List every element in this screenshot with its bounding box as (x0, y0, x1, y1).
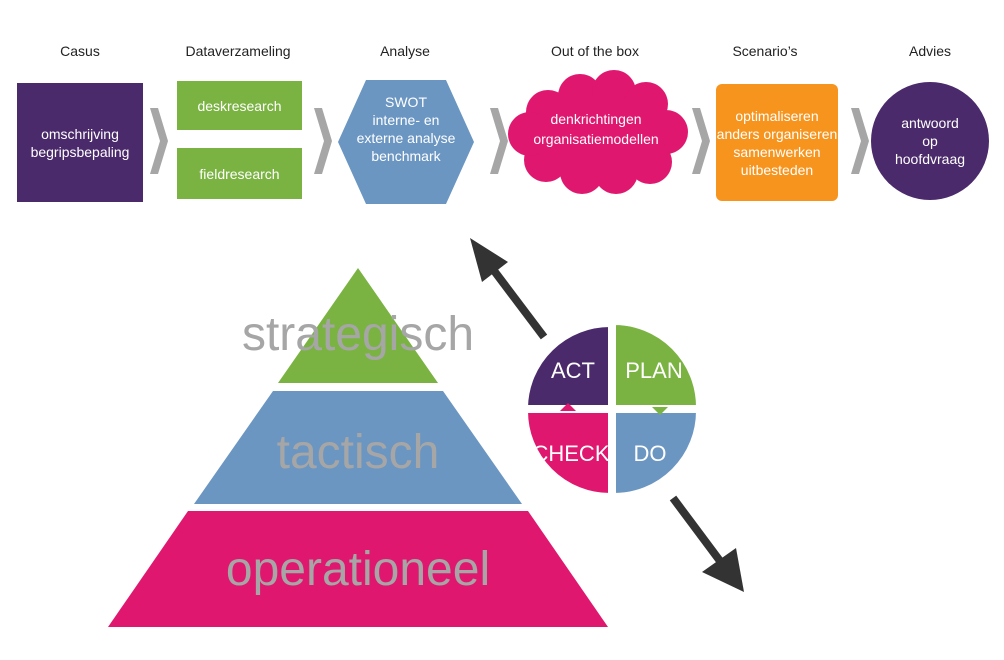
pdca-plan-label: PLAN (625, 358, 682, 383)
pdca-act-label: ACT (551, 358, 595, 383)
advies-circle: antwoord op hoofdvraag (871, 82, 989, 200)
analyse-line-4: benchmark (371, 148, 441, 164)
pyramid-bottom (108, 511, 608, 627)
scenarios-line-2: anders organiseren (716, 125, 838, 142)
chevron-2-icon (314, 108, 332, 174)
arrow-up-head-icon (470, 238, 508, 282)
step-title-scenarios: Scenario’s (732, 43, 798, 59)
deskresearch-label: deskresearch (197, 97, 282, 114)
pdca-notch-plan (652, 407, 668, 415)
advies-line-2: op (922, 133, 938, 149)
pyramid-middle (194, 391, 522, 504)
outofthebox-line-1: denkrichtingen (550, 111, 641, 127)
scenarios-line-3: samenwerken (733, 143, 821, 160)
fieldresearch-box: fieldresearch (177, 148, 302, 199)
arrow-down-head-icon (702, 548, 744, 592)
pyramid-top (278, 268, 438, 383)
chevron-4-icon (692, 108, 710, 174)
step-title-advies: Advies (908, 43, 952, 59)
analyse-line-2: interne- en (373, 112, 440, 128)
step-title-analyse: Analyse (380, 43, 430, 59)
casus-line-2: begripsbepaling (30, 143, 130, 160)
scenarios-line-1: optimaliseren (735, 107, 819, 124)
arrow-up-shaft (488, 265, 548, 340)
cloud-shape (508, 70, 688, 194)
pdca-do-quadrant (612, 409, 701, 498)
pyramid-label-middle: tactisch (277, 426, 440, 479)
pdca-act-quadrant (523, 322, 612, 409)
arrow-down-shaft (669, 495, 724, 564)
chevron-3-icon (490, 108, 508, 174)
analyse-line-3: externe analyse (357, 130, 456, 146)
step-title-casus: Casus (60, 43, 100, 59)
pdca-check-quadrant (523, 409, 612, 498)
casus-box: omschrijving begripsbepaling (17, 83, 143, 202)
deskresearch-box: deskresearch (177, 81, 302, 130)
analyse-hexagon (338, 80, 474, 204)
step-title-outofthebox: Out of the box (551, 43, 639, 59)
pdca-do-label: DO (634, 441, 667, 466)
fieldresearch-label: fieldresearch (199, 165, 280, 182)
pdca-notch-check (560, 403, 576, 411)
step-title-dataverzameling: Dataverzameling (185, 43, 291, 59)
outofthebox-line-2: organisatiemodellen (533, 131, 658, 147)
pyramid-label-bottom: operationeel (226, 543, 490, 596)
advies-line-3: hoofdvraag (894, 151, 966, 167)
advies-line-1: antwoord (901, 115, 959, 131)
casus-line-1: omschrijving (41, 125, 119, 142)
pdca-check-label: CHECK (532, 441, 609, 466)
pyramid-label-top: strategisch (242, 308, 474, 361)
chevron-5-icon (851, 108, 869, 174)
pdca-plan-quadrant (612, 320, 701, 409)
scenarios-line-4: uitbesteden (740, 161, 814, 178)
chevron-1-icon (150, 108, 168, 174)
scenarios-box: optimaliseren anders organiseren samenwe… (716, 84, 838, 201)
analyse-line-1: SWOT (385, 94, 427, 110)
